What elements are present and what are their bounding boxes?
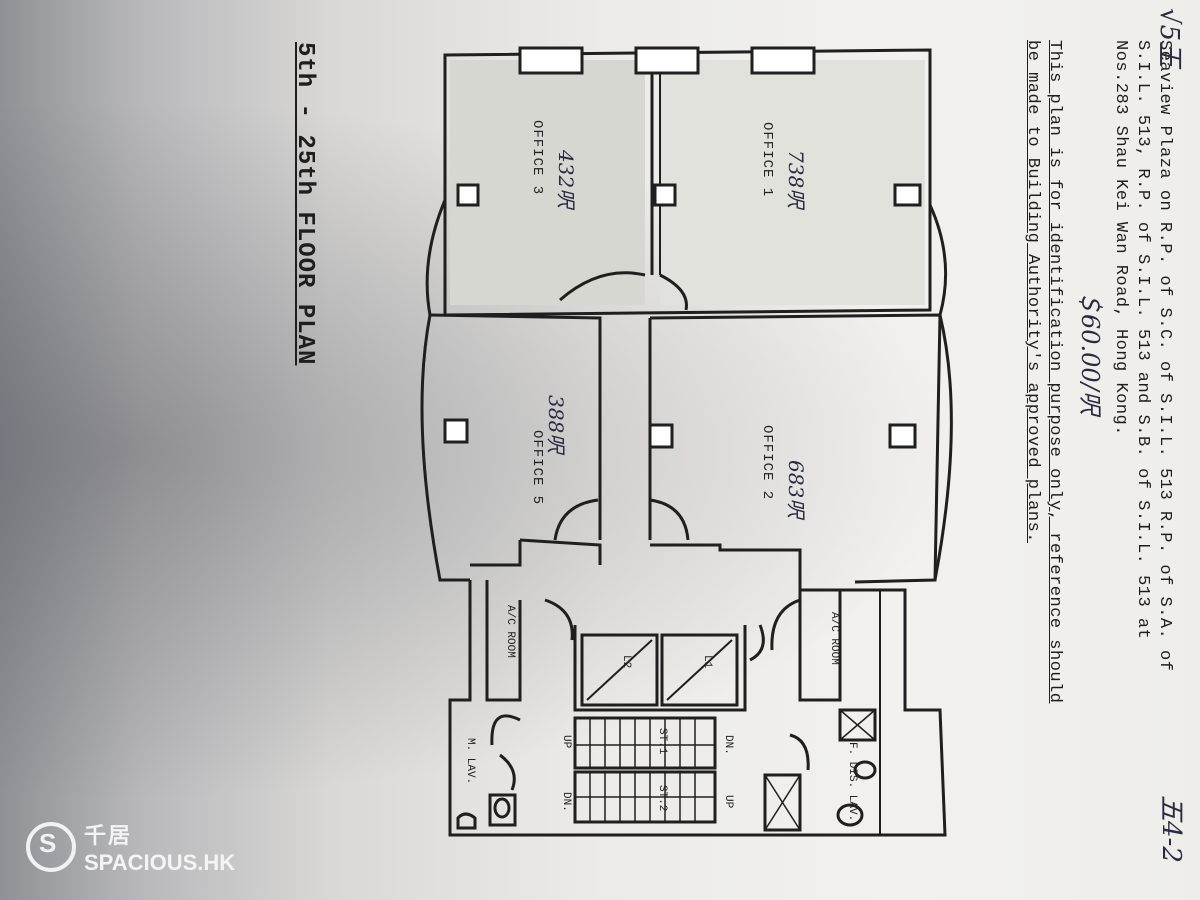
- handwritten-top-corner: √5王: [1154, 8, 1184, 68]
- address-line-1: Seaview Plaza on R.P. of S.C. of S.I.L. …: [1155, 40, 1174, 672]
- room-label-office-3: OFFICE 3: [529, 120, 545, 196]
- handwritten-bottom-corner: 五4-2: [1156, 795, 1186, 863]
- spacious-logo-icon: S: [26, 822, 76, 872]
- stair-up-right: UP: [722, 795, 734, 809]
- stair-dn-left: DN.: [560, 792, 572, 812]
- room-label-ac-room-right: A/C ROOM: [828, 612, 840, 665]
- room-label-m-lav: M. LAV.: [464, 738, 476, 785]
- watermark-brand-en: SPACIOUS.HK: [84, 850, 236, 875]
- room-label-office-1: OFFICE 1: [759, 122, 775, 198]
- watermark: S 千居 SPACIOUS.HK: [26, 818, 235, 876]
- room-label-f-dis-lav: F. DIS. LAV.: [846, 742, 858, 822]
- stair-up-left: UP: [560, 735, 572, 749]
- address-line-3: Nos.283 Shau Kei Wan Road, Hong Kong.: [1111, 40, 1130, 436]
- lift-label-l1: L1: [701, 655, 713, 669]
- stair-label-st1: ST.1: [656, 728, 668, 755]
- disclaimer-line-2: be made to Building Authority's approved…: [1023, 40, 1042, 543]
- handwritten-office-2-area: 683呎: [784, 460, 808, 519]
- handwritten-office-3-area: 432呎: [554, 150, 578, 209]
- lift-label-l2: L2: [620, 655, 632, 669]
- room-label-ac-room-left: A/C ROOM: [504, 605, 516, 658]
- floor-plan-title: 5th - 25th FLOOR PLAN: [291, 42, 318, 366]
- stair-dn-right: DN.: [722, 735, 734, 755]
- handwritten-price: ＄60.00/呎: [1076, 290, 1104, 415]
- stair-label-st2: ST.2: [656, 785, 668, 812]
- room-label-office-2: OFFICE 2: [759, 425, 775, 501]
- disclaimer-line-1: This plan is for identification purpose …: [1045, 40, 1064, 704]
- address-line-2: S.I.L. 513, R.P. of S.I.L. 513 and S.B. …: [1133, 40, 1152, 640]
- handwritten-office-5-area: 388呎: [544, 395, 568, 454]
- watermark-brand-cn: 千居: [84, 824, 133, 849]
- handwritten-office-1-area: 738呎: [784, 150, 808, 209]
